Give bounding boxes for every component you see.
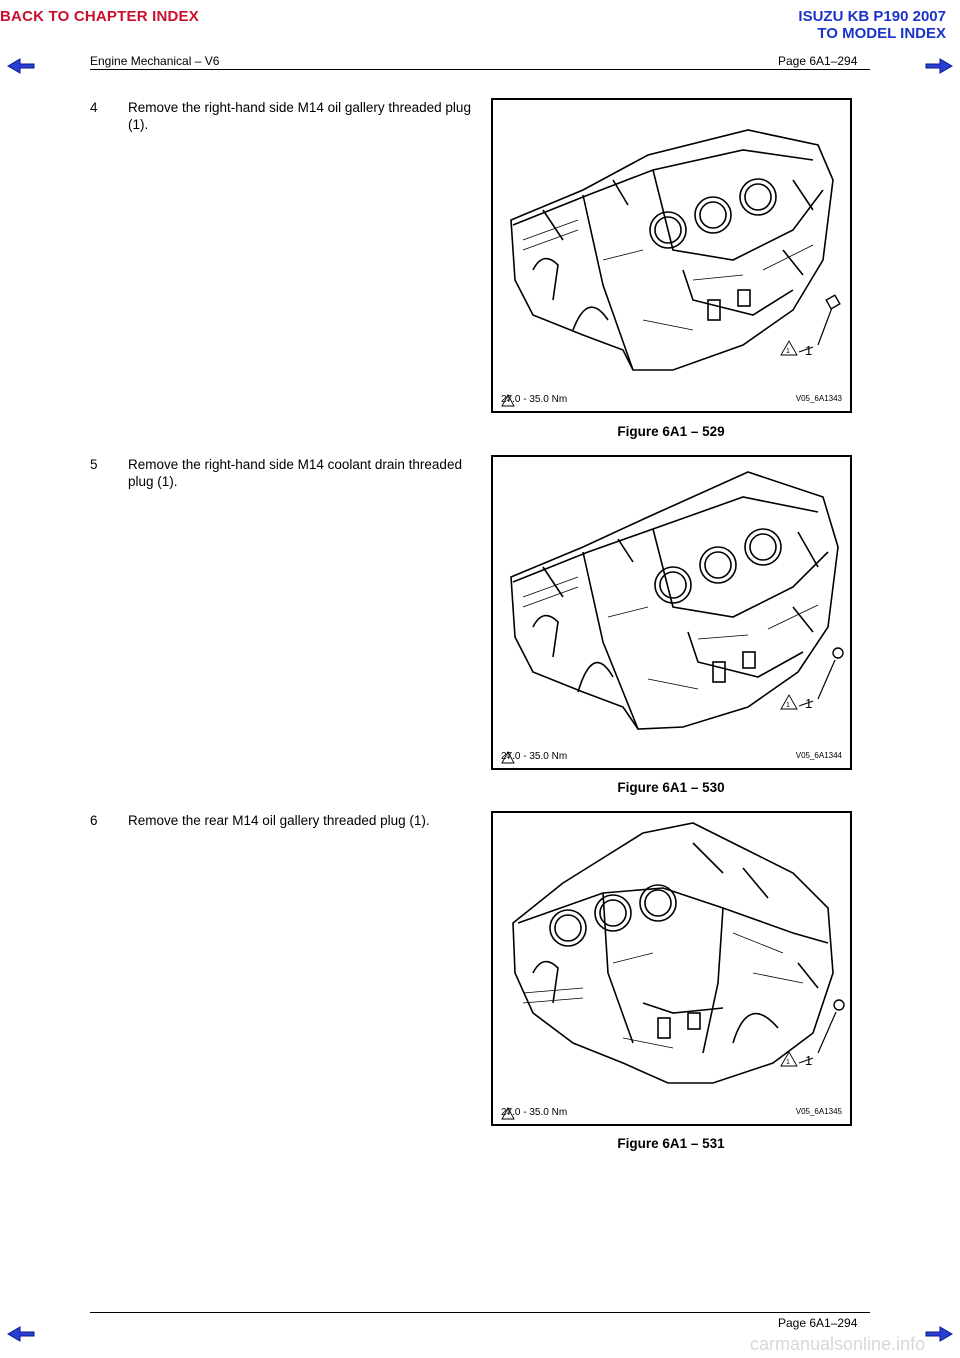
step-number: 5 xyxy=(90,457,98,472)
footer-rule xyxy=(90,1312,870,1313)
footer-page-number: Page 6A1–294 xyxy=(778,1316,858,1330)
callout-number: 1 xyxy=(805,1053,813,1068)
torque-triangle-icon xyxy=(501,1107,515,1120)
svg-text:1: 1 xyxy=(786,348,790,355)
next-page-arrow-icon[interactable] xyxy=(924,1326,954,1342)
figure-caption: Figure 6A1 – 530 xyxy=(617,780,725,795)
figure-reference: V05_6A1343 xyxy=(795,394,842,403)
torque-index: 1 xyxy=(506,1109,510,1116)
torque-triangle-icon xyxy=(501,394,515,407)
svg-text:1: 1 xyxy=(786,702,790,709)
engine-block-illustration: 1 xyxy=(512,822,845,1084)
prev-page-arrow-icon[interactable] xyxy=(6,58,36,74)
step-number: 4 xyxy=(90,100,98,115)
figure-caption: Figure 6A1 – 529 xyxy=(617,424,725,439)
header-page-number: Page 6A1–294 xyxy=(778,54,858,68)
figure-engine-block-2: 1 1 1 27.0 - 35.0 Nm V05_6A1344 xyxy=(491,455,852,770)
figure-reference: V05_6A1344 xyxy=(795,751,842,760)
watermark: carmanualsonline.info xyxy=(750,1334,926,1354)
engine-block-illustration: 1 xyxy=(510,471,844,730)
model-index-link[interactable]: ISUZU KB P190 2007 TO MODEL INDEX xyxy=(798,8,946,42)
model-title: ISUZU KB P190 2007 xyxy=(798,8,946,25)
torque-spec: 1 27.0 - 35.0 Nm xyxy=(501,1107,568,1120)
torque-value: 27.0 - 35.0 Nm xyxy=(501,394,568,405)
figure-engine-block-1: 1 1 1 27.0 - 35.0 Nm V05_6A1343 xyxy=(491,98,852,413)
figure-caption: Figure 6A1 – 531 xyxy=(617,1136,725,1151)
figure-engine-block-3: 1 1 1 27.0 - 35.0 Nm V05_6A1345 xyxy=(491,811,852,1126)
header-rule xyxy=(90,69,870,70)
section-title: Engine Mechanical – V6 xyxy=(90,54,220,68)
step-number: 6 xyxy=(90,813,98,828)
torque-index: 1 xyxy=(506,396,510,403)
step-text: Remove the right-hand side M14 coolant d… xyxy=(128,457,462,489)
model-index-label: TO MODEL INDEX xyxy=(817,25,946,42)
prev-page-arrow-icon[interactable] xyxy=(6,1326,36,1342)
torque-spec: 1 27.0 - 35.0 Nm xyxy=(501,394,568,407)
torque-value: 27.0 - 35.0 Nm xyxy=(501,1107,568,1118)
torque-index: 1 xyxy=(506,753,510,760)
back-to-chapter-index-link[interactable]: BACK TO CHAPTER INDEX xyxy=(0,8,199,25)
step-text: Remove the rear M14 oil gallery threaded… xyxy=(128,813,430,828)
torque-spec: 1 27.0 - 35.0 Nm xyxy=(501,751,568,764)
callout-number: 1 xyxy=(805,343,813,358)
figure-reference: V05_6A1345 xyxy=(795,1107,842,1116)
svg-text:1: 1 xyxy=(786,1059,790,1066)
callout-number: 1 xyxy=(805,696,813,711)
torque-value: 27.0 - 35.0 Nm xyxy=(501,751,568,762)
step-text: Remove the right-hand side M14 oil galle… xyxy=(128,100,471,132)
engine-block-illustration: 1 xyxy=(510,129,841,371)
next-page-arrow-icon[interactable] xyxy=(924,58,954,74)
torque-triangle-icon xyxy=(501,751,515,764)
